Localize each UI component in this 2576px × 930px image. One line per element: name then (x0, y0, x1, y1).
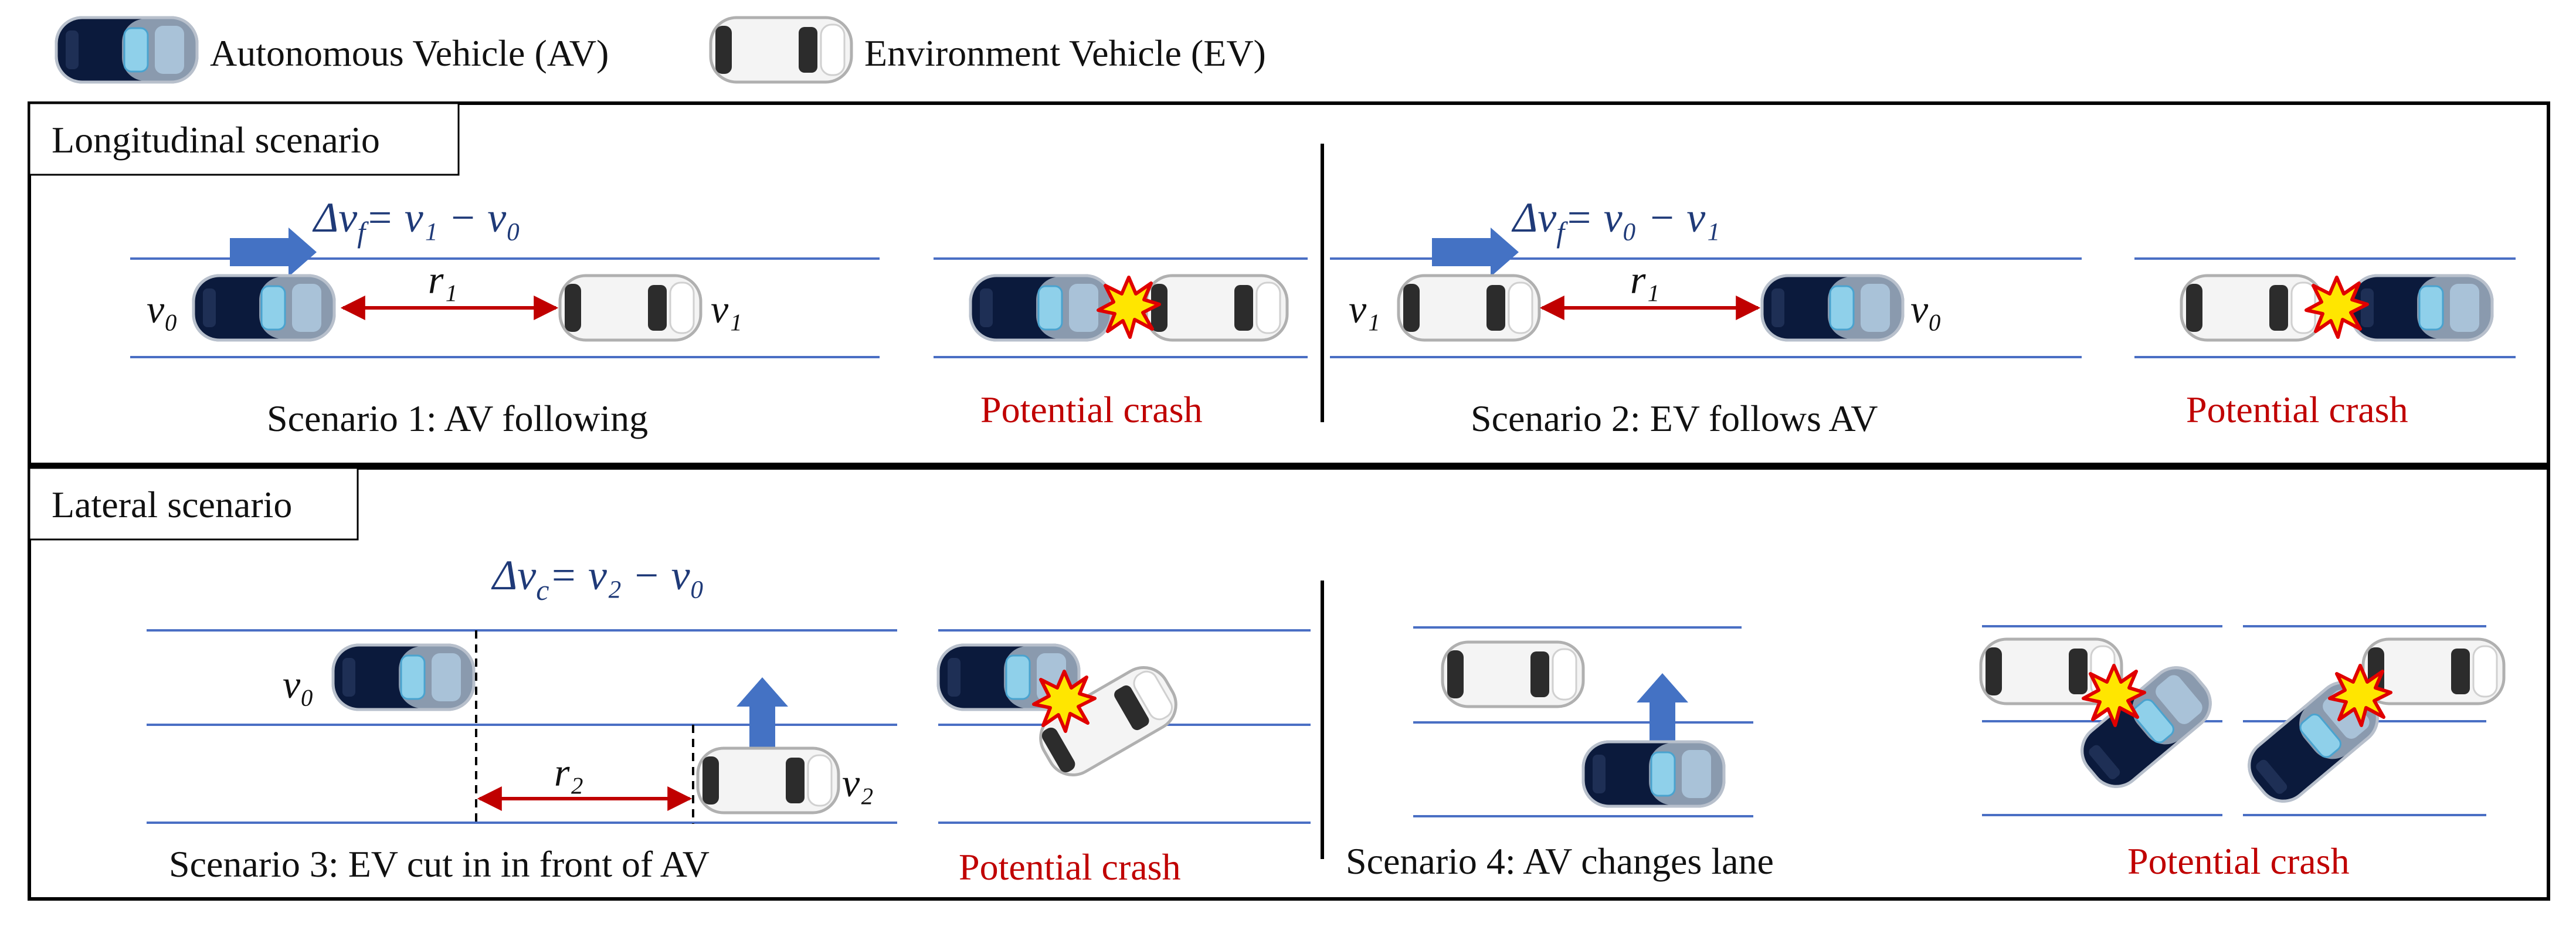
scenario-4-crash-a-burst-icon (2083, 666, 2144, 725)
scenario-3-equation: Δvc= v₂ − v₀ (491, 552, 705, 606)
scenario-4-caption: Scenario 4: AV changes lane (1346, 840, 1774, 882)
scenario-2-ev-car-icon (1399, 276, 1539, 340)
scenario-2-v-left: v₁ (1349, 287, 1380, 331)
lateral-panel: Lateral scenario Δvc= v₂ − v₀ v₀ v₂ r₂ S… (28, 466, 2550, 901)
scenario-4-ev-car-icon (1443, 642, 1583, 707)
longitudinal-title-box (28, 102, 460, 176)
lateral-title: Lateral scenario (52, 484, 292, 525)
scenario-3-distance-label: r₂ (554, 750, 583, 795)
scenario-2-crash-ev-icon (2181, 276, 2322, 340)
scenario-2-crash-av-icon (2351, 276, 2492, 340)
longitudinal-panel: Longitudinal scenario Δvf= v₁ − v₀ v₀ v₁… (28, 101, 2550, 466)
scenario-2-crash-label: Potential crash (2186, 389, 2408, 430)
scenario-3-av-car-icon (333, 645, 474, 710)
scenario-1-crash-av-icon (970, 276, 1111, 340)
lateral-title-box (28, 467, 359, 541)
legend-av-label: Autonomous Vehicle (AV) (210, 32, 609, 74)
scenario-1-caption: Scenario 1: AV following (267, 398, 648, 439)
scenario-1-distance-label: r₁ (428, 257, 457, 302)
scenario-2-direction-arrow-icon (1432, 228, 1519, 277)
scenario-3-v-ev: v₂ (842, 761, 874, 805)
scenario-1-equation: Δvf= v₁ − v₀ (312, 194, 521, 249)
scenario-1-direction-arrow-icon (230, 228, 317, 277)
scenario-1-v-left: v₀ (147, 287, 178, 331)
longitudinal-panel-border (28, 101, 2550, 466)
scenario-3-crash-burst-icon (1034, 671, 1095, 731)
scenario-2-crash-burst-icon (2306, 277, 2367, 337)
scenario-1-ev-car-icon (560, 276, 701, 340)
scenario-3: Δvc= v₂ − v₀ v₀ v₂ r₂ Scenario 3: EV cut… (147, 552, 1311, 888)
scenario-4-lane-change-arrow-icon (1637, 673, 1688, 744)
legend: Autonomous Vehicle (AV) Environment Vehi… (56, 18, 1266, 82)
legend-ev-label: Environment Vehicle (EV) (864, 32, 1266, 74)
scenario-1-v-right: v₁ (711, 287, 742, 331)
scenario-1-av-car-icon (194, 276, 334, 340)
scenario-1-crash-burst-icon (1098, 277, 1159, 337)
longitudinal-title: Longitudinal scenario (52, 119, 380, 161)
scenario-3-ev-car-icon (698, 748, 839, 813)
lateral-panel-border (28, 466, 2550, 901)
scenario-2-av-car-icon (1762, 276, 1903, 340)
scenario-3-cut-in-arrow-icon (737, 677, 788, 748)
scenario-4-av-car-icon (1583, 742, 1724, 806)
scenario-2-distance-label: r₁ (1630, 257, 1659, 302)
scenario-4-crash-b-burst-icon (2330, 666, 2391, 725)
scenario-1: Δvf= v₁ − v₀ v₀ v₁ r₁ Scenario 1: AV fol… (130, 194, 1308, 439)
scenario-2: Δvf= v₀ − v₁ v₁ v₀ r₁ Scenario 2: EV fol… (1330, 194, 2516, 439)
scenario-1-crash-ev-icon (1146, 276, 1287, 340)
scenario-3-caption: Scenario 3: EV cut in in front of AV (169, 843, 710, 885)
scenario-2-caption: Scenario 2: EV follows AV (1471, 398, 1878, 439)
scenario-4-crash-label: Potential crash (2127, 840, 2350, 882)
legend-ev-car-icon (711, 18, 851, 82)
legend-av-car-icon (56, 18, 197, 82)
scenario-2-equation: Δvf= v₀ − v₁ (1511, 194, 1720, 249)
scenario-3-v-av: v₀ (283, 662, 314, 707)
scenario-1-crash-label: Potential crash (980, 389, 1203, 430)
scenario-2-v-right: v₀ (1910, 287, 1942, 331)
scenario-4: Scenario 4: AV changes lane Potential cr… (1346, 625, 2504, 882)
scenario-3-crash-label: Potential crash (959, 846, 1181, 888)
